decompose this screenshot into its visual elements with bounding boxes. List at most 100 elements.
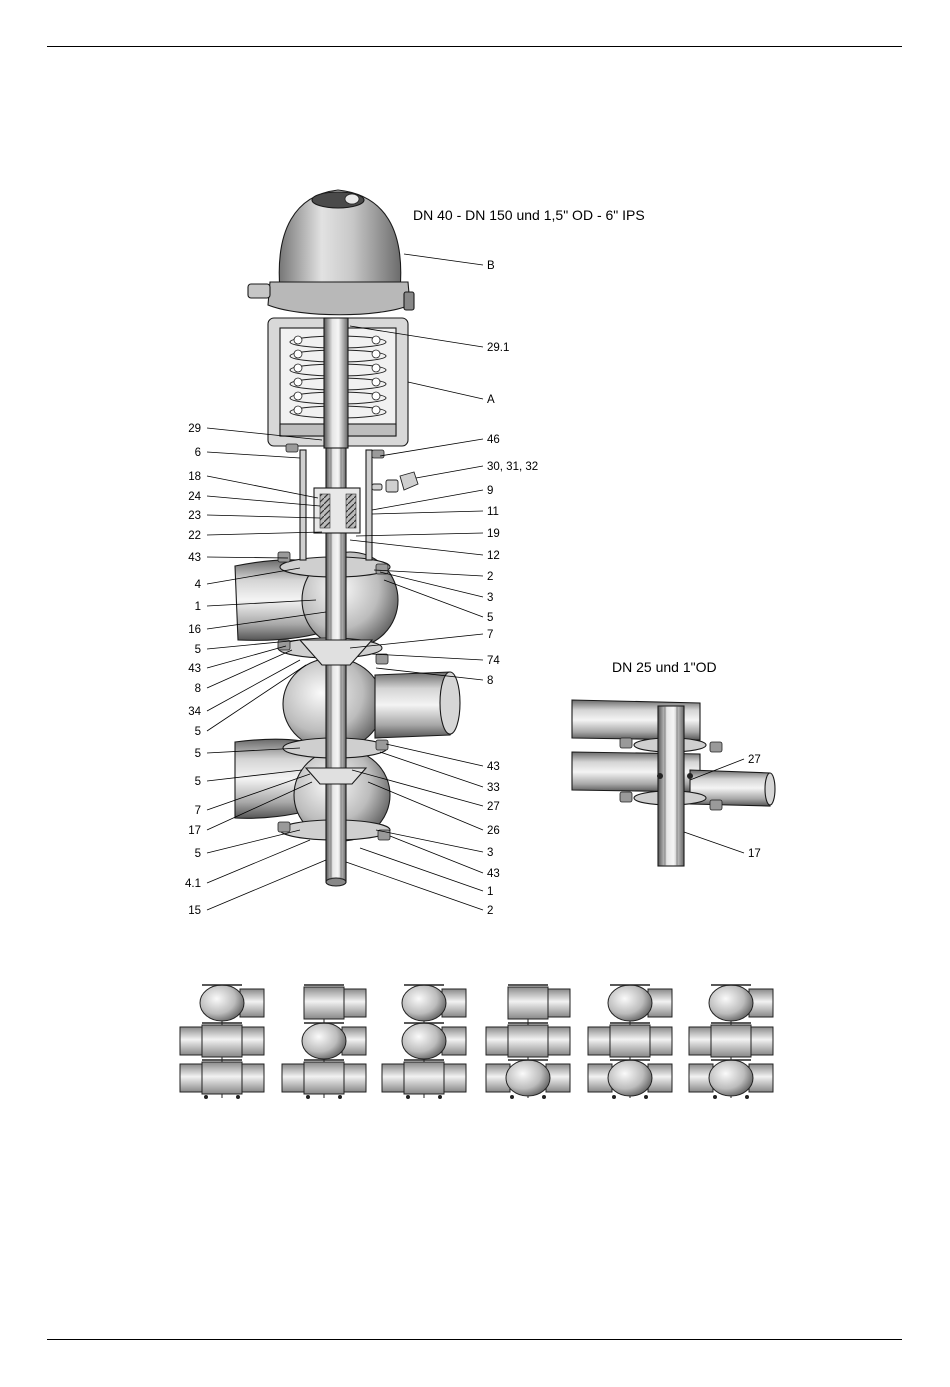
callout-right-0: B: [487, 260, 495, 272]
leader-left-19: [207, 830, 300, 853]
leader-right-5: [372, 490, 483, 510]
variant-tee: [508, 1025, 548, 1057]
leader-right-19: [376, 830, 483, 852]
callout-right-18: 26: [487, 825, 500, 837]
callout-left-2: 18: [188, 471, 201, 483]
fitting-30-31-32: [372, 472, 418, 492]
callout-right-7: 19: [487, 528, 500, 540]
leader-right-4: [416, 466, 483, 478]
callout-left-13: 34: [188, 706, 201, 718]
callout-left-12: 8: [195, 683, 201, 695]
valve-variant-5: [588, 985, 672, 1099]
valve-variant-6: [689, 985, 773, 1099]
variant-ball: [709, 985, 753, 1021]
leader-left-20: [207, 840, 310, 883]
variant-tee: [202, 1062, 242, 1094]
callout-right-4: 30, 31, 32: [487, 461, 538, 473]
callout-left-3: 24: [188, 491, 201, 503]
variant-ball: [200, 985, 244, 1021]
callout-right-9: 2: [487, 571, 493, 583]
leader-left-11: [207, 646, 286, 668]
callout-left-9: 16: [188, 624, 201, 636]
main-valve: [235, 190, 460, 886]
leader-right-20: [390, 836, 483, 873]
callout-left-4: 23: [188, 510, 201, 522]
callout-right-10: 3: [487, 592, 493, 604]
title-small: DN 25 und 1"OD: [612, 659, 717, 675]
valve-disc-upper: [300, 640, 372, 665]
leader-right-11: [384, 580, 483, 617]
callout-left-17: 7: [195, 805, 201, 817]
callout-left-21: 15: [188, 905, 201, 917]
callout-right-12: 7: [487, 629, 493, 641]
variant-tee: [202, 1025, 242, 1057]
leader-right-6: [372, 511, 483, 514]
callout-right-19: 3: [487, 847, 493, 859]
leader-left-21: [207, 860, 326, 910]
callout-left-20: 4.1: [185, 878, 201, 890]
leader-left-6: [207, 557, 288, 558]
small-valve-detail: [572, 700, 775, 866]
callout-right-16: 33: [487, 782, 500, 794]
callout-left-16: 5: [195, 776, 201, 788]
leader-right-21: [360, 848, 483, 891]
leader-small-1: [684, 832, 744, 853]
variant-tee: [610, 1025, 650, 1057]
callout-right-11: 5: [487, 612, 493, 624]
callout-right-3: 46: [487, 434, 500, 446]
callout-right-8: 12: [487, 550, 500, 562]
control-head-base: [268, 282, 410, 315]
callout-left-14: 5: [195, 726, 201, 738]
variant-tee: [404, 1062, 444, 1094]
variant-ball: [506, 1060, 550, 1096]
leader-left-12: [207, 650, 292, 688]
valve-variant-3: [382, 985, 466, 1099]
callout-left-5: 22: [188, 530, 201, 542]
callout-right-21: 1: [487, 886, 493, 898]
variant-ball: [402, 985, 446, 1021]
callout-right-14: 8: [487, 675, 493, 687]
callout-left-10: 5: [195, 644, 201, 656]
title-main: DN 40 - DN 150 und 1,5" OD - 6" IPS: [413, 207, 645, 223]
lantern-rod-right: [366, 450, 372, 560]
callout-right-13: 74: [487, 655, 500, 667]
leader-right-15: [386, 744, 483, 766]
leader-left-1: [207, 452, 300, 458]
variant-ball: [709, 1060, 753, 1096]
callout-left-6: 43: [188, 552, 201, 564]
callout-right-15: 43: [487, 761, 500, 773]
callout-left-8: 1: [195, 601, 201, 613]
callout-right-2: A: [487, 394, 495, 406]
variant-ball: [402, 1023, 446, 1059]
callout-right-5: 9: [487, 485, 493, 497]
variant-ball: [608, 985, 652, 1021]
callout-right-22: 2: [487, 905, 493, 917]
callout-right-20: 43: [487, 868, 500, 880]
variant-tee: [711, 1025, 751, 1057]
callout-left-0: 29: [188, 423, 201, 435]
variant-tee: [304, 1062, 344, 1094]
leader-right-7: [356, 533, 483, 536]
callout-left-19: 5: [195, 848, 201, 860]
callout-left-11: 43: [188, 663, 201, 675]
callout-left-1: 6: [195, 447, 201, 459]
callout-left-15: 5: [195, 748, 201, 760]
variant-ball: [302, 1023, 346, 1059]
leader-right-13: [372, 654, 483, 660]
variant-tee: [304, 987, 344, 1019]
valve-variant-1: [180, 985, 264, 1099]
variant-tee: [508, 987, 548, 1019]
callout-small-1: 17: [748, 848, 761, 860]
callout-right-1: 29.1: [487, 342, 509, 354]
callout-right-6: 11: [487, 506, 499, 518]
callout-small-0: 27: [748, 754, 761, 766]
valve-variant-4: [486, 985, 570, 1099]
callout-left-7: 4: [195, 579, 202, 591]
callout-right-17: 27: [487, 801, 500, 813]
valve-variants-row: [180, 985, 773, 1099]
callout-left-18: 17: [188, 825, 201, 837]
valve-variant-2: [282, 985, 366, 1099]
leader-right-2: [408, 382, 483, 399]
